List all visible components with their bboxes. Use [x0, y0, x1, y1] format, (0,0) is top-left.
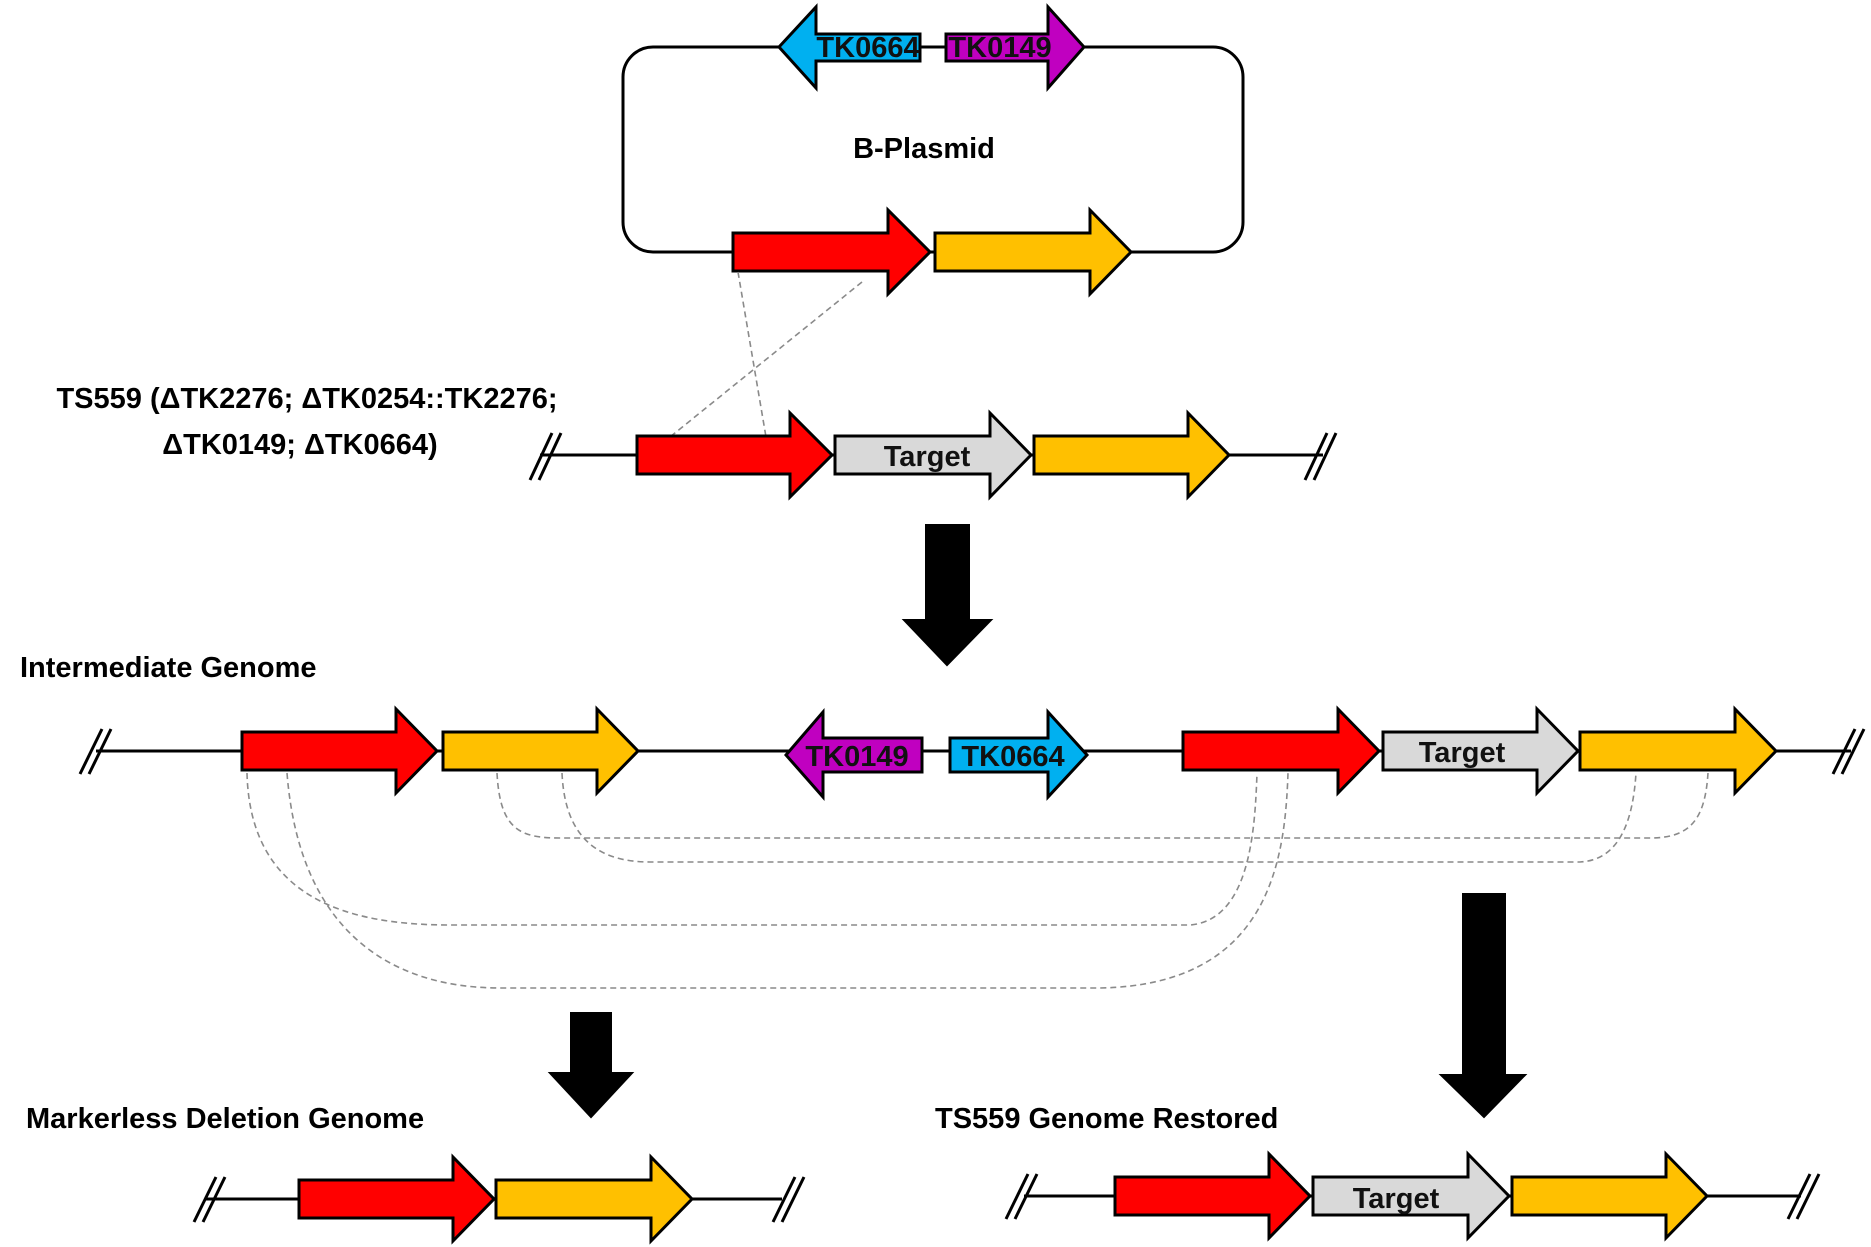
- intermediate-tk0664-arrow: [948, 708, 1090, 801]
- ts559-strain: TS559 (ΔTK2276; ΔTK0254::TK2276; ΔTK0149…: [56, 383, 1338, 501]
- restored-target-arrow: [1311, 1150, 1512, 1242]
- plasmid-backbone: [621, 45, 1245, 254]
- restored-title: TS559 Genome Restored: [935, 1103, 1278, 1135]
- restored-genome: TS559 Genome Restored Target: [935, 1103, 1821, 1242]
- markerless-upstream-flank-arrow: [297, 1153, 497, 1245]
- curve-downstream-inner-b: [561, 772, 1637, 863]
- plasmid-tk0664-label: TK0664: [816, 32, 919, 64]
- restored-upstream-flank-arrow: [1113, 1150, 1313, 1242]
- curve-downstream-inner-a: [496, 772, 1709, 839]
- markerless-genome: Markerless Deletion Genome: [26, 1103, 806, 1245]
- curve-upstream-outer-b: [286, 772, 1289, 989]
- transition-arrow-restored: [1438, 893, 1528, 1119]
- intermediate-upstream-flank-arrow-1: [240, 705, 440, 797]
- strain-target-label: Target: [884, 441, 971, 473]
- strain-break-left: [528, 432, 563, 481]
- markerless-break-left: [192, 1176, 227, 1223]
- strain-label-line2: ΔTK0149; ΔTK0664): [162, 429, 437, 461]
- markerless-title: Markerless Deletion Genome: [26, 1103, 424, 1135]
- strain-target-arrow: [833, 409, 1034, 501]
- intermediate-downstream-flank-arrow-2: [1578, 705, 1779, 797]
- restored-downstream-flank-arrow: [1510, 1150, 1710, 1242]
- transition-arrow-1: [901, 524, 994, 667]
- curve-upstream-outer-a: [246, 772, 1258, 926]
- markerless-break-right: [771, 1176, 806, 1223]
- transition-arrow-markerless: [547, 1012, 635, 1119]
- strain-break-right: [1303, 432, 1338, 481]
- intermediate-upstream-flank-arrow-2: [1181, 705, 1382, 797]
- intermediate-break-left: [78, 728, 113, 775]
- restored-break-right: [1786, 1173, 1821, 1220]
- plasmid-upstream-flank-arrow: [731, 206, 933, 298]
- plasmid-title: B-Plasmid: [853, 133, 995, 165]
- plasmid-tk0664-arrow: [776, 3, 922, 92]
- strain-label-line1: TS559 (ΔTK2276; ΔTK0254::TK2276;: [56, 383, 557, 415]
- plasmid-tk0149-label: TK0149: [948, 32, 1051, 64]
- intermediate-tk0149-arrow: [784, 707, 924, 801]
- intermediate-tk0664-label: TK0664: [961, 741, 1064, 773]
- intermediate-target-label: Target: [1419, 737, 1506, 769]
- intermediate-tk0149-label: TK0149: [805, 741, 908, 773]
- intermediate-genome: Intermediate Genome TK0149 TK0664 Target: [20, 652, 1866, 801]
- plasmid-downstream-flank-arrow: [933, 206, 1134, 298]
- intermediate-downstream-flank-arrow-1: [441, 705, 641, 797]
- strain-upstream-flank-arrow: [635, 409, 835, 501]
- intermediate-target-arrow: [1381, 705, 1581, 797]
- plasmid-crossover-lines: [669, 271, 863, 438]
- intermediate-title: Intermediate Genome: [20, 652, 317, 684]
- restored-break-left: [1004, 1173, 1039, 1220]
- markerless-downstream-flank-arrow: [494, 1153, 695, 1245]
- b-plasmid: TK0664 TK0149 B-Plasmid: [621, 3, 1245, 298]
- intermediate-break-right: [1831, 728, 1866, 775]
- strain-downstream-flank-arrow: [1032, 409, 1232, 501]
- plasmid-tk0149-arrow: [944, 3, 1087, 92]
- restored-target-label: Target: [1353, 1183, 1440, 1215]
- recombination-curves: [246, 772, 1709, 989]
